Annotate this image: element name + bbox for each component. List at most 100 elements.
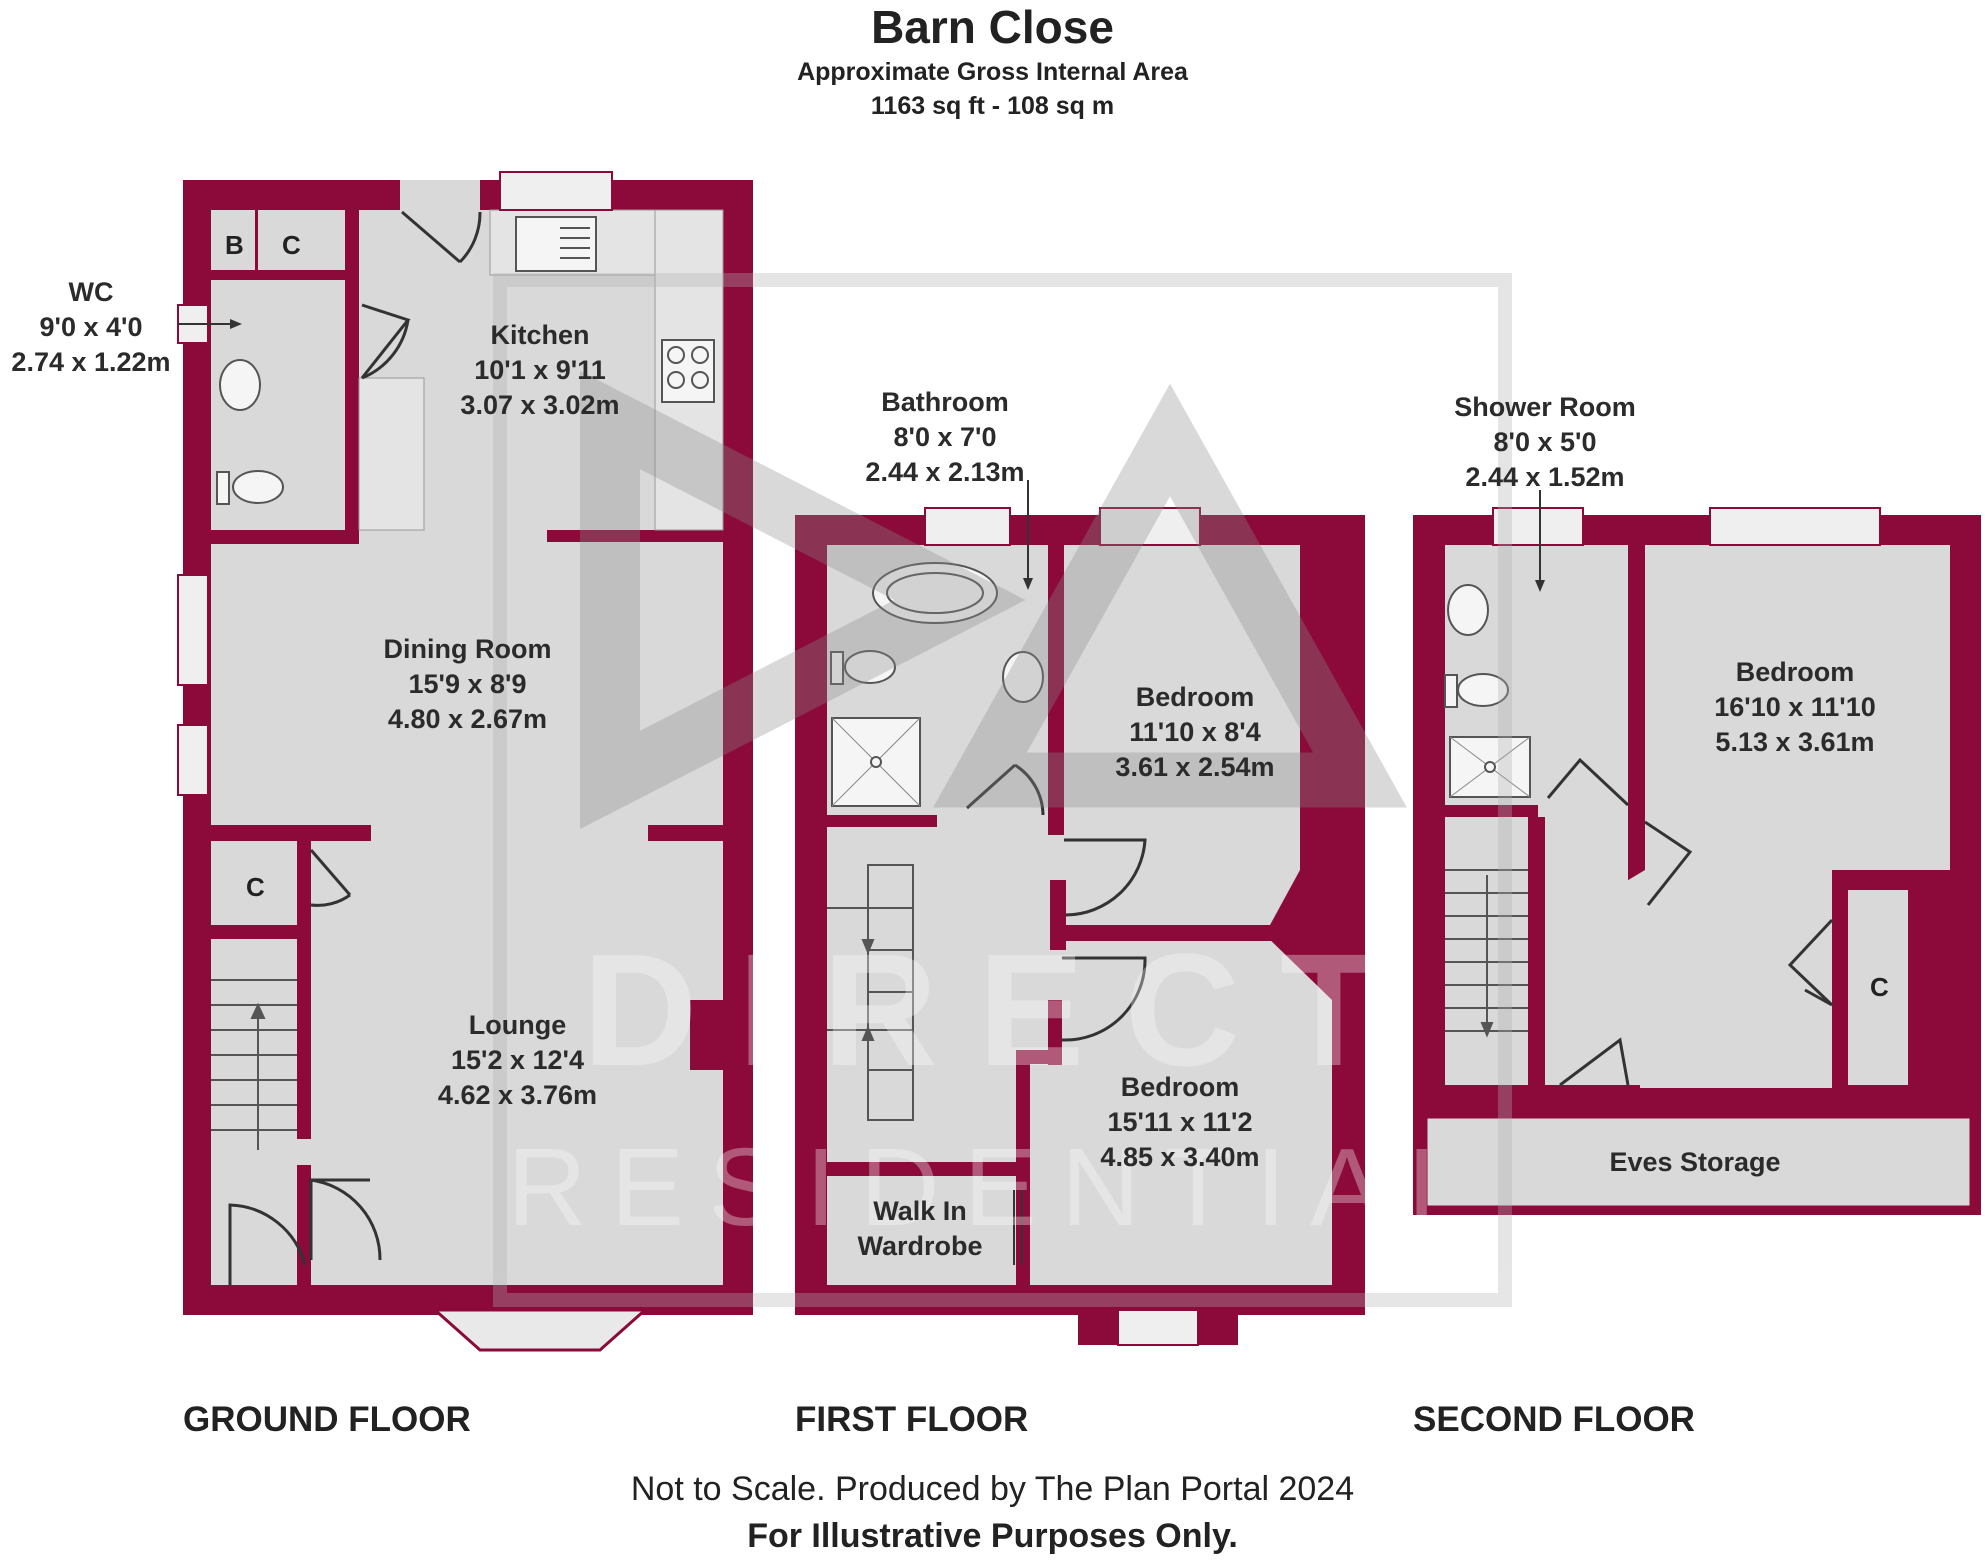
- bathroom-window: [924, 507, 1011, 546]
- footer-credit: Not to Scale. Produced by The Plan Porta…: [630, 1470, 1355, 1508]
- wc-name: WC: [68, 277, 114, 307]
- porch-wall: [297, 1165, 311, 1285]
- bathroom-imperial: 8'0 x 7'0: [893, 422, 997, 452]
- bedroom1-imperial: 11'10 x 8'4: [1129, 717, 1261, 747]
- eves-name: Eves Storage: [1609, 1147, 1781, 1177]
- eves-storage-area: [1424, 1115, 1973, 1209]
- footer-disclaimer: For Illustrative Purposes Only.: [747, 1517, 1238, 1555]
- bedroom3-door-swing: [1644, 820, 1693, 906]
- watermark-logo: DIRECT RESIDENTIAL: [493, 273, 1512, 1307]
- room-label-bedroom-1: Bedroom 11'10 x 8'4 3.61 x 2.54m: [1095, 680, 1295, 785]
- cupboard-door-swing: [309, 849, 352, 907]
- room-label-bathroom: Bathroom 8'0 x 7'0 2.44 x 2.13m: [845, 385, 1045, 490]
- ground-staircase: [211, 979, 297, 1150]
- bedroom1-door-swing: [1064, 838, 1147, 917]
- back-door-gap: [400, 180, 480, 210]
- bedroom1-window: [1099, 507, 1201, 546]
- room-label-bedroom-2: Bedroom 15'11 x 11'2 4.85 x 3.40m: [1075, 1070, 1285, 1175]
- second-staircase: [1445, 869, 1528, 1038]
- shower-bottom-wall: [1445, 805, 1538, 817]
- bedroom2-door-swing: [1061, 956, 1147, 1042]
- dining-name: Dining Room: [383, 634, 552, 664]
- room-label-bedroom-3: Bedroom 16'10 x 11'10 5.13 x 3.61m: [1685, 655, 1905, 760]
- bedroom3-metric: 5.13 x 3.61m: [1715, 727, 1875, 757]
- ground-floor-plan: [177, 171, 753, 1352]
- lounge-door-swing: [309, 1178, 382, 1261]
- shower-window: [1492, 507, 1584, 546]
- cupboard-b-label: B: [225, 230, 244, 260]
- dining-metric: 4.80 x 2.67m: [387, 704, 548, 734]
- shower-bedroom-wall: [1628, 545, 1645, 805]
- cupboard-c-label-2: C: [246, 872, 265, 902]
- second-floor-interior-bed: [1645, 545, 1950, 870]
- cupboard-c-label-3: C: [1870, 972, 1889, 1002]
- bedroom2-left-wall-b: [1048, 1000, 1062, 1065]
- wc-right-wall: [345, 210, 359, 530]
- lounge-bay-window: [431, 1308, 649, 1352]
- shower-door-swing: [1546, 757, 1630, 807]
- shower-name: Shower Room: [1454, 392, 1636, 422]
- wardrobe-name-2: Wardrobe: [857, 1231, 983, 1261]
- bedroom3-name: Bedroom: [1735, 657, 1855, 687]
- bathroom-right-wall: [1048, 545, 1064, 835]
- room-label-eves: Eves Storage: [1570, 1145, 1820, 1180]
- bathroom-basin-icon: [1002, 651, 1044, 703]
- bedroom2-jog: [1016, 1050, 1062, 1064]
- bedroom1-landing-wall: [1050, 925, 1332, 941]
- kitchen-sink-icon: [515, 216, 597, 272]
- lounge-name: Lounge: [468, 1010, 567, 1040]
- shower-imperial: 8'0 x 5'0: [1493, 427, 1597, 457]
- dining-lounge-wall-left: [211, 825, 371, 841]
- understair-wall: [297, 840, 311, 925]
- shower-basin-icon: [1447, 584, 1489, 636]
- kitchen-counter-left: [358, 377, 425, 531]
- stair-side-wall: [1528, 817, 1545, 1085]
- wc-imperial: 9'0 x 4'0: [39, 312, 143, 342]
- first-floor-plan: [795, 480, 1365, 1346]
- kitchen-window: [499, 171, 613, 211]
- bathroom-name: Bathroom: [881, 387, 1009, 417]
- floor-label-first: FIRST FLOOR: [795, 1400, 1029, 1439]
- bathroom-toilet-icon: [844, 650, 896, 684]
- room-label-shower: Shower Room 8'0 x 5'0 2.44 x 1.52m: [1420, 390, 1670, 495]
- bedroom3-window: [1709, 507, 1881, 546]
- bc-divider: [255, 210, 258, 270]
- floor-label-ground: GROUND FLOOR: [183, 1400, 471, 1439]
- front-door-swing: [228, 1203, 307, 1285]
- dining-window-2: [177, 724, 209, 796]
- understair-cupboard-wall: [211, 925, 311, 939]
- bedroom2-imperial: 15'11 x 11'2: [1107, 1107, 1253, 1137]
- lounge-imperial: 15'2 x 12'4: [451, 1045, 584, 1075]
- bedroom1-bottom-wall: [1300, 545, 1332, 925]
- plan-title: Barn Close: [871, 1, 1114, 53]
- bedroom1-name: Bedroom: [1135, 682, 1255, 712]
- bedroom2-metric: 4.85 x 3.40m: [1100, 1142, 1260, 1172]
- bedroom2-name: Bedroom: [1120, 1072, 1240, 1102]
- room-label-kitchen: Kitchen 10'1 x 9'11 3.07 x 3.02m: [440, 318, 640, 423]
- room-label-wc: WC 9'0 x 4'0 2.74 x 1.22m: [0, 275, 182, 380]
- dining-window-1: [177, 574, 209, 686]
- stair-wall: [297, 939, 311, 1139]
- wc-door-swing: [360, 303, 411, 380]
- landing-wall: [1050, 880, 1066, 950]
- bedroom1-metric: 3.61 x 2.54m: [1115, 752, 1275, 782]
- watermark-residential: RESIDENTIAL: [507, 1126, 1492, 1249]
- cupboard-wall: [1832, 870, 1848, 1085]
- chimney-breast: [690, 1000, 723, 1070]
- kitchen-imperial: 10'1 x 9'11: [474, 355, 606, 385]
- wc-bottom-wall: [211, 530, 359, 544]
- room-label-dining: Dining Room 15'9 x 8'9 4.80 x 2.67m: [350, 632, 585, 737]
- bc-bottom-wall: [211, 270, 345, 280]
- bathroom-door-swing: [965, 763, 1045, 816]
- second-cupboard: [1848, 890, 1908, 1085]
- wc-basin-icon: [219, 359, 261, 411]
- kitchen-metric: 3.07 x 3.02m: [460, 390, 620, 420]
- lounge-metric: 4.62 x 3.76m: [437, 1080, 598, 1110]
- kitchen-name: Kitchen: [490, 320, 590, 350]
- shower-metric: 2.44 x 1.52m: [1465, 462, 1625, 492]
- watermark-direct: DIRECT: [582, 920, 1418, 1099]
- room-label-wardrobe: Walk In Wardrobe: [835, 1194, 1005, 1264]
- second-floor-plan: [1413, 490, 1981, 1215]
- plan-subtitle: Approximate Gross Internal Area: [797, 58, 1188, 86]
